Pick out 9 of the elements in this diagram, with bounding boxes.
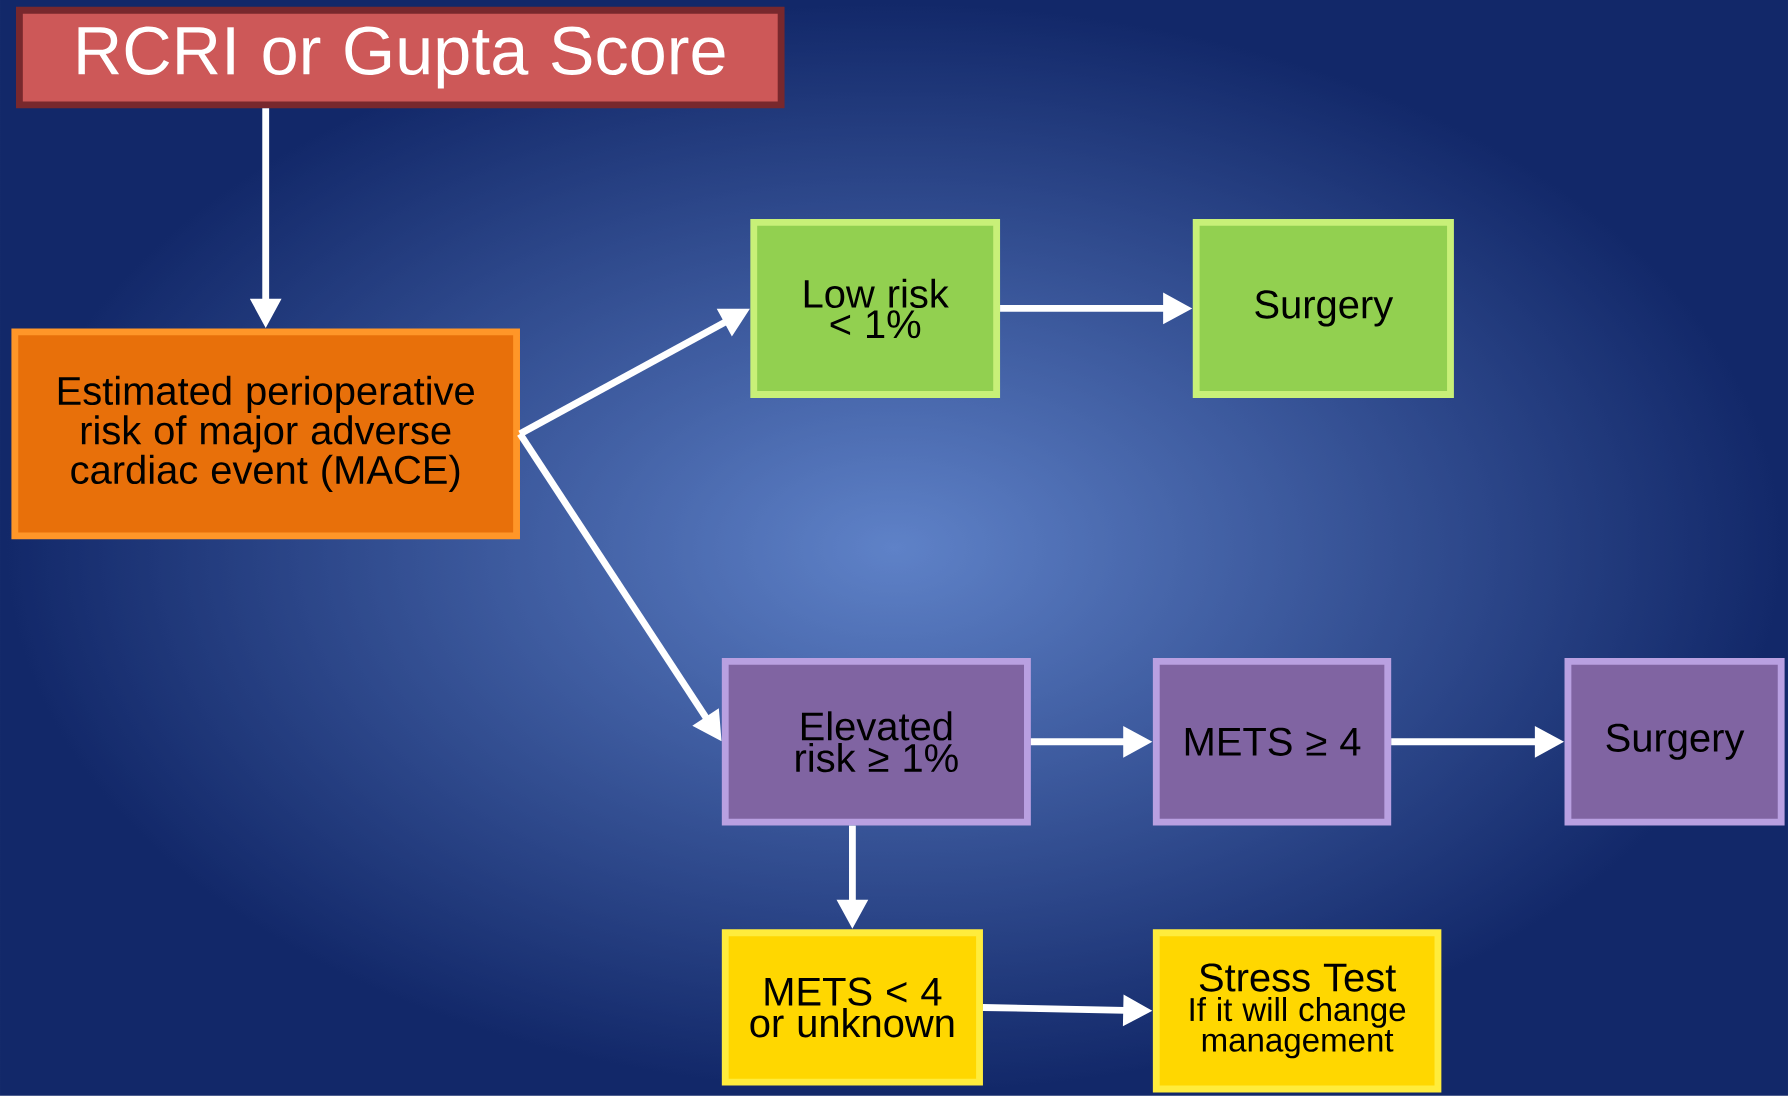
process-box: METS < 4 or unknown	[721, 929, 983, 1086]
process-box: Stress Test If it will change management	[1152, 929, 1442, 1093]
process-box: Surgery	[1564, 658, 1785, 826]
process-box: Surgery	[1192, 219, 1454, 399]
process-box: Estimated perioperative risk of major adverse cardiac event (MACE)	[11, 328, 520, 540]
title-banner: RCRI or Gupta Score	[15, 6, 785, 109]
process-box: Low risk < 1%	[750, 219, 1001, 399]
process-box: METS ≥ 4	[1152, 658, 1392, 826]
process-box: Elevated risk ≥ 1%	[721, 658, 1031, 826]
